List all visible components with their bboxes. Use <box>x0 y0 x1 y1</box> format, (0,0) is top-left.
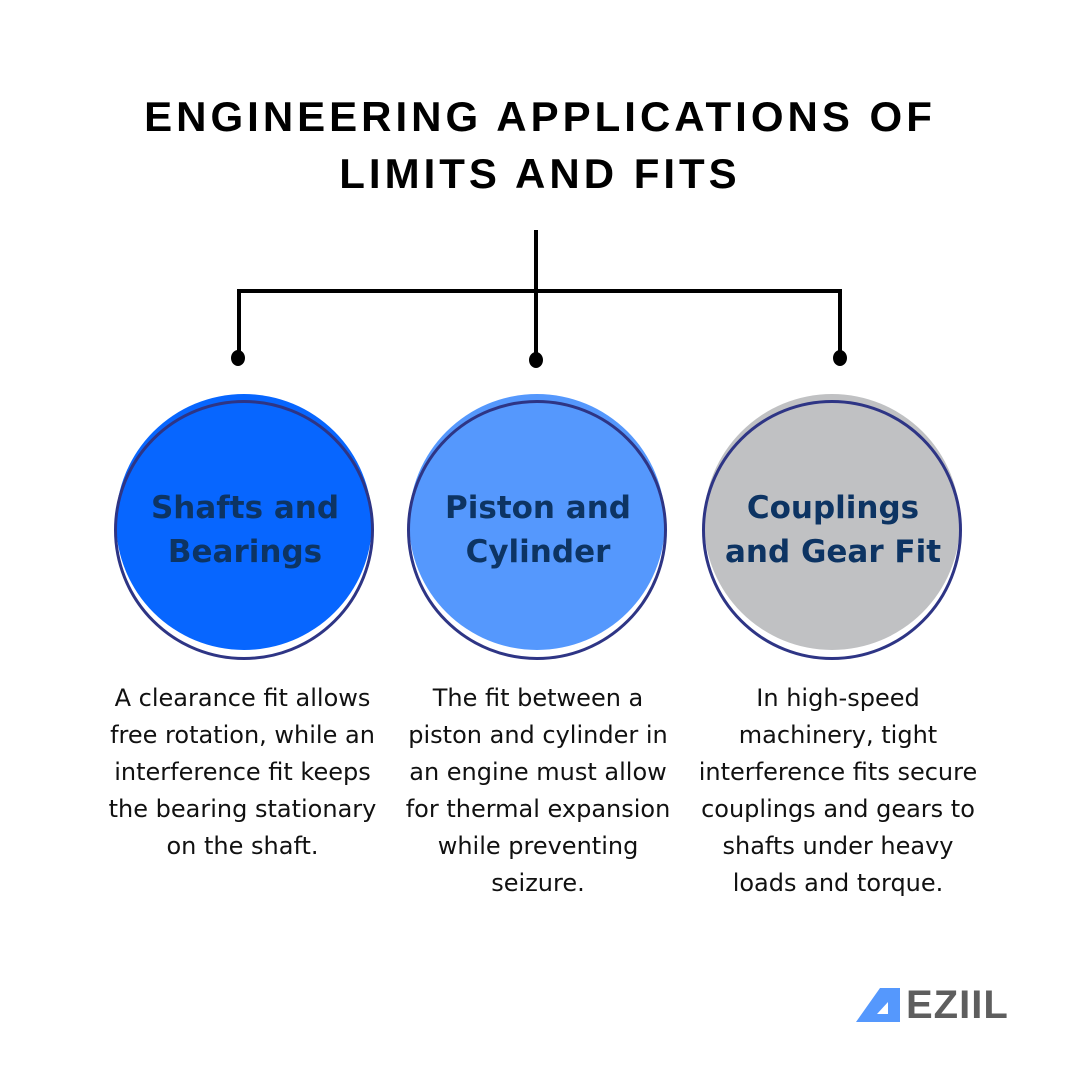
title-line-1: ENGINEERING APPLICATIONS OF <box>144 93 936 140</box>
node-label: Piston and Cylinder <box>445 490 631 570</box>
connector-dot-left <box>231 350 245 366</box>
node-piston-and-cylinder: Piston and Cylinder <box>407 394 669 660</box>
node-couplings-and-gear-fit: Couplings and Gear Fit <box>702 394 964 660</box>
node-circle-ring <box>114 400 374 660</box>
node-shafts-and-bearings: Shafts and Bearings <box>114 394 376 660</box>
triangle-ruler-icon <box>856 988 900 1022</box>
connector-left-drop <box>237 289 241 353</box>
node-circle-ring <box>407 400 667 660</box>
connector-trunk <box>534 230 538 358</box>
connector-bar <box>237 289 842 293</box>
brand-logo: EZIIL <box>856 983 1009 1027</box>
logo-text: EZIIL <box>906 983 1009 1027</box>
node-description-couplings: In high-speed machinery, tight interfere… <box>698 684 978 897</box>
connector-right-drop <box>838 289 842 353</box>
node-description-shafts: A clearance fit allows free rotation, wh… <box>108 684 377 860</box>
node-label: Shafts and Bearings <box>150 490 340 570</box>
node-circle-ring <box>702 400 962 660</box>
connector-dot-center <box>529 352 543 368</box>
node-label: Couplings and Gear Fit <box>724 490 942 570</box>
connector-dot-right <box>833 350 847 366</box>
page-title: ENGINEERING APPLICATIONS OF LIMITS AND F… <box>0 88 1080 202</box>
title-line-2: LIMITS AND FITS <box>339 150 741 197</box>
node-description-piston: The fit between a piston and cylinder in… <box>405 684 671 897</box>
